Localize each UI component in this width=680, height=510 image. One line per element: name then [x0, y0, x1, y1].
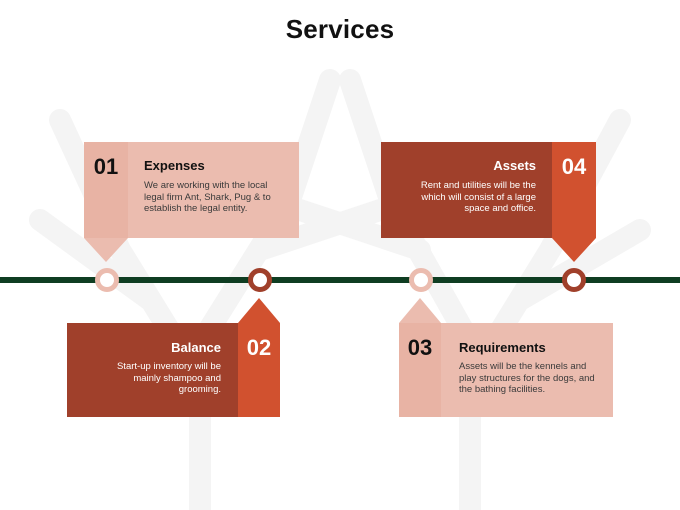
step-description: Assets will be the kennels and play stru…	[459, 361, 595, 395]
step-description: Rent and utilities will be the which wil…	[420, 180, 536, 214]
step-card-balance: 02 Balance Start-up inventory will be ma…	[67, 323, 280, 417]
callout-pointer-03	[399, 298, 441, 323]
step-title: Requirements	[459, 340, 546, 355]
step-description: We are working with the local legal firm…	[144, 180, 271, 214]
step-number: 01	[93, 154, 119, 179]
step-title: Assets	[493, 158, 536, 173]
callout-pointer-04	[552, 238, 596, 262]
timeline-node-02	[248, 268, 272, 292]
step-card-expenses: 01 Expenses We are working with the loca…	[84, 142, 299, 238]
step-number: 03	[407, 335, 433, 360]
number-tab	[84, 142, 128, 238]
timeline-line	[0, 277, 680, 283]
timeline-node-01	[95, 268, 119, 292]
step-title: Balance	[171, 340, 221, 355]
step-number: 04	[561, 154, 587, 179]
page-title: Services	[285, 14, 395, 44]
timeline-node-04	[562, 268, 586, 292]
step-number: 02	[246, 335, 272, 360]
step-title: Expenses	[144, 158, 205, 173]
timeline-node-03	[409, 268, 433, 292]
number-tab	[238, 323, 280, 417]
number-tab	[399, 323, 441, 417]
step-card-assets: 04 Assets Rent and utilities will be the…	[381, 142, 596, 238]
step-card-requirements: 03 Requirements Assets will be the kenne…	[399, 323, 613, 417]
callout-pointer-01	[84, 238, 128, 262]
step-description: Start-up inventory will be mainly shampo…	[116, 361, 221, 395]
callout-pointer-02	[238, 298, 280, 323]
number-tab	[552, 142, 596, 238]
